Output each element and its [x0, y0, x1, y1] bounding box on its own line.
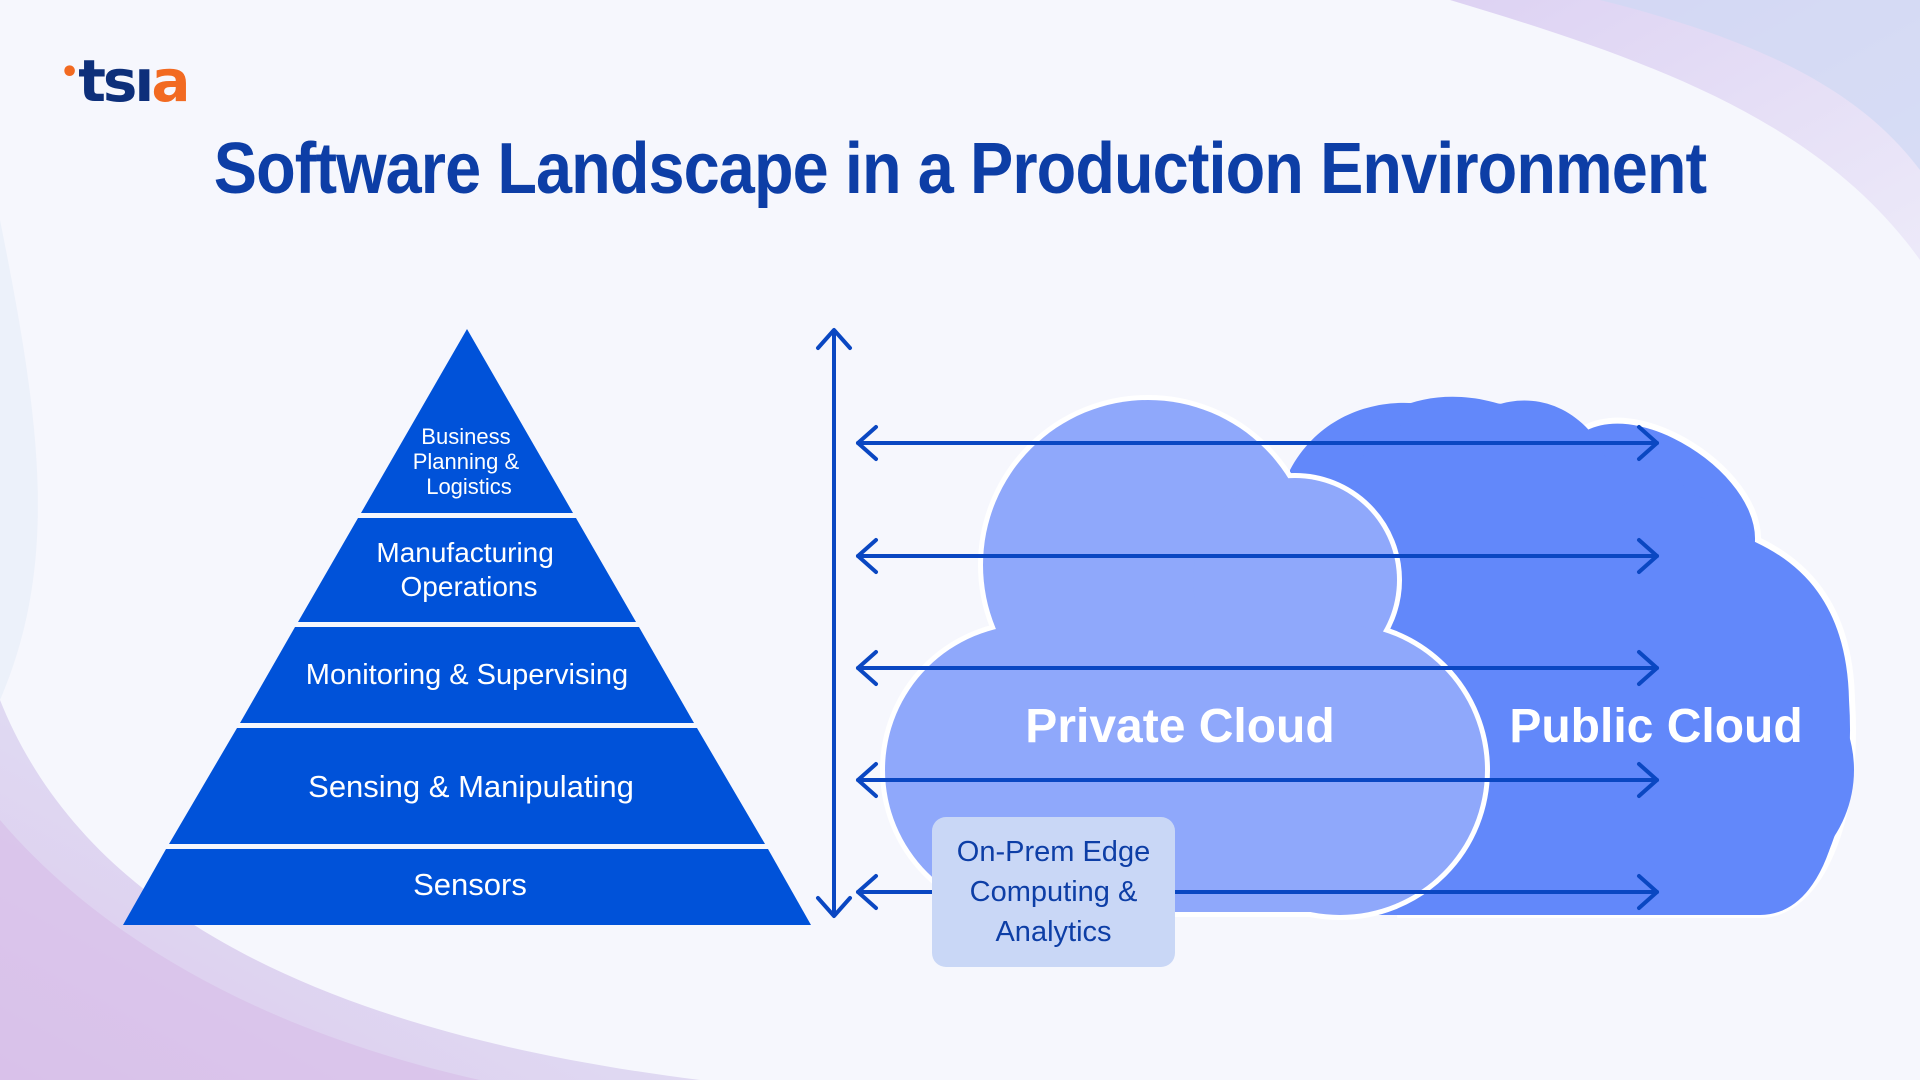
on-prem-edge-box: On-Prem Edge Computing & Analytics [932, 817, 1175, 967]
private-cloud-label: Private Cloud [1025, 700, 1334, 753]
pyramid-label-line: Manufacturing [376, 537, 553, 568]
double-arrow-level-4 [856, 762, 1659, 798]
pyramid-label-line: Business [421, 424, 510, 449]
pyramid-level-sensing-manipulating [169, 728, 765, 844]
logo-dot: • [60, 55, 79, 90]
pyramid-label-line: Logistics [426, 474, 512, 499]
pyramid-label-line: Planning & [413, 449, 520, 474]
pyramid-level-monitoring-supervising [240, 627, 694, 723]
pyramid-level-sensors [123, 849, 811, 925]
pyramid-level-manufacturing-operations [298, 518, 636, 622]
double-arrow-level-2 [856, 538, 1659, 574]
double-arrow-level-1 [856, 425, 1659, 461]
vertical-scale-arrow [816, 328, 852, 918]
on-prem-edge-label: On-Prem Edge Computing & Analytics [956, 836, 1151, 948]
public-cloud-label: Public Cloud [1509, 700, 1802, 753]
automation-pyramid [123, 329, 811, 925]
double-arrow-level-3 [856, 650, 1659, 686]
page-title: Software Landscape in a Production Envir… [213, 129, 1707, 209]
pyramid-level-business-planning [361, 329, 573, 513]
pyramid-label-manufacturing-operations: Manufacturing Operations [376, 537, 561, 602]
tsia-logo: •tsıa [60, 52, 190, 110]
pyramid-label-monitoring-supervising: Monitoring & Supervising [306, 659, 628, 691]
pyramid-label-line: Operations [401, 571, 538, 602]
pyramid-label-sensing-manipulating: Sensing & Manipulating [308, 769, 634, 804]
pyramid-label-business-planning: Business Planning & Logistics [413, 424, 526, 499]
logo-text: tsı [78, 47, 154, 115]
pyramid-label-sensors: Sensors [413, 867, 527, 902]
logo-accent-letter: a [151, 47, 190, 115]
